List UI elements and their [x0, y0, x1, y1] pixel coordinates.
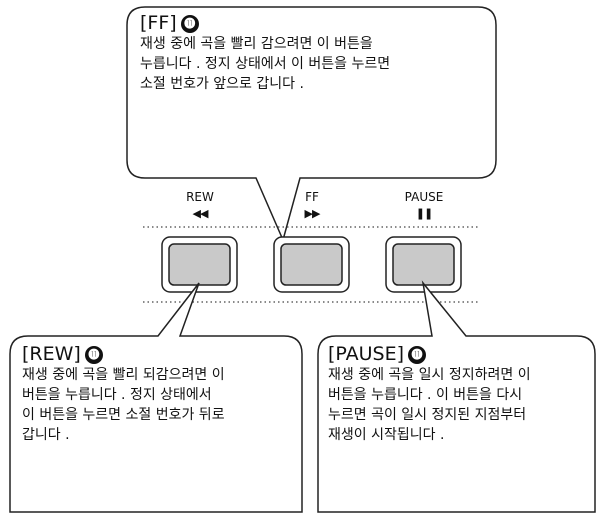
- ff-title: [FF]: [140, 12, 177, 34]
- rew-callout-text: [REW]⓫ 재생 중에 곡을 빨리 되감으려면 이 버튼을 누릅니다 . 정지…: [22, 343, 297, 445]
- pause-label: PAUSE: [404, 190, 444, 204]
- pause-icon: ❚❚: [415, 207, 433, 220]
- ff-callout-bubble: [126, 6, 497, 243]
- ff-line-3: 소절 번호가 앞으로 갑니다 .: [140, 76, 304, 92]
- ff-callout-title: [FF]⓫: [140, 12, 490, 34]
- rew-line-3: 이 버튼을 누르면 소절 번호가 뒤로: [22, 407, 225, 423]
- ff-line-2: 누릅니다 . 정지 상태에서 이 버튼을 누르면: [140, 56, 391, 72]
- pause-line-1: 재생 중에 곡을 일시 정지하려면 이: [328, 367, 531, 383]
- pause-line-4: 재생이 시작됩니다 .: [328, 427, 445, 443]
- ff-button-shape[interactable]: [273, 236, 350, 293]
- rew-line-4: 갑니다 .: [22, 427, 70, 443]
- rew-title: [REW]: [22, 343, 81, 365]
- ff-icon: ▶▶: [304, 207, 321, 220]
- pause-callout-title: [PAUSE]⓫: [328, 343, 593, 365]
- ff-label: FF: [305, 190, 319, 204]
- rew-button-shape[interactable]: [161, 236, 238, 293]
- pause-line-2: 버튼을 누릅니다 . 이 버튼을 다시: [328, 387, 523, 403]
- pause-callout-text: [PAUSE]⓫ 재생 중에 곡을 일시 정지하려면 이 버튼을 누릅니다 . …: [328, 343, 593, 445]
- rew-label: REW: [186, 190, 214, 204]
- ff-badge: ⓫: [180, 15, 199, 33]
- pause-badge: ⓫: [408, 346, 427, 364]
- pause-title: [PAUSE]: [328, 343, 405, 365]
- pause-callout-bubble: [317, 280, 596, 513]
- rew-callout-title: [REW]⓫: [22, 343, 297, 365]
- rew-icon: ◀◀: [192, 207, 209, 220]
- ff-line-1: 재생 중에 곡을 빨리 감으려면 이 버튼을: [140, 36, 373, 52]
- rew-line-1: 재생 중에 곡을 빨리 되감으려면 이: [22, 367, 225, 383]
- rew-callout-bubble: [9, 282, 303, 513]
- ff-callout-text: [FF]⓫ 재생 중에 곡을 빨리 감으려면 이 버튼을 누릅니다 . 정지 상…: [140, 12, 490, 94]
- pause-line-3: 누르면 곡이 일시 정지된 지점부터: [328, 407, 527, 423]
- rew-line-2: 버튼을 누릅니다 . 정지 상태에서: [22, 387, 212, 403]
- rew-badge: ⓫: [84, 346, 103, 364]
- pause-button-shape[interactable]: [385, 236, 462, 293]
